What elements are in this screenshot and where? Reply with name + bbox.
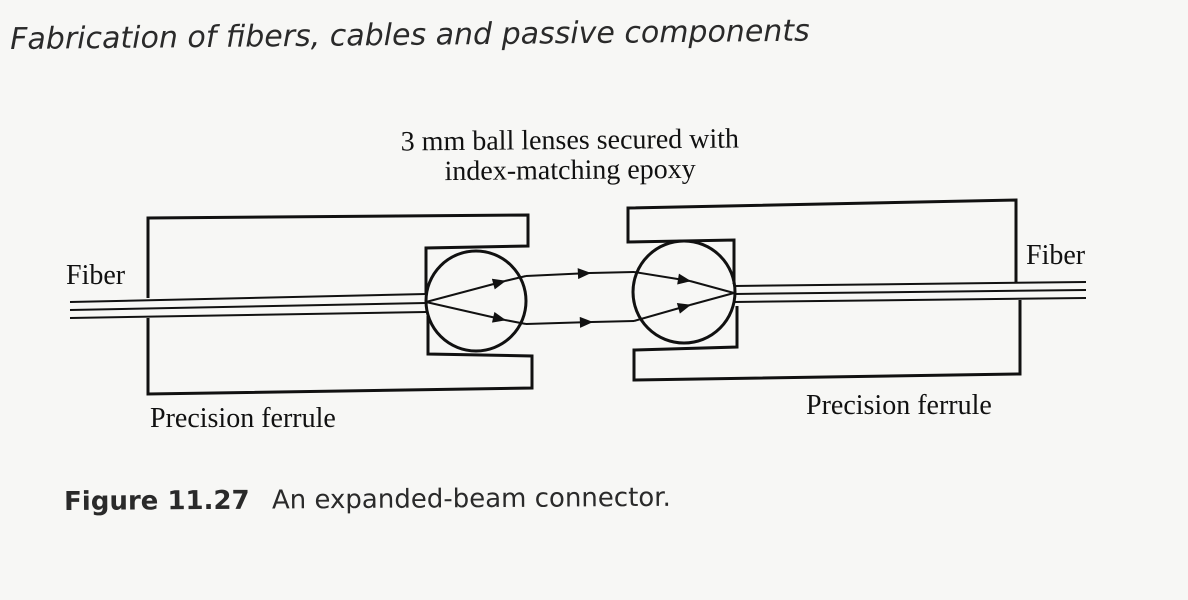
ray-right-down-2 [689,292,735,306]
ray-left-up-2 [504,275,527,282]
fiber-label-right: Fiber [1026,240,1086,271]
ray-right-down [633,303,692,322]
left-ferrule-upper [146,213,530,298]
figure-number: Figure 11.27 [64,485,250,517]
right-fiber-line-2 [733,289,1087,295]
ray-left-up [425,278,507,303]
ray-left-down-2 [504,319,527,325]
left-ball-lens [424,249,528,353]
right-fiber-line-3 [733,297,1087,303]
ray-mid-upper-2 [589,271,635,274]
right-ferrule-upper [626,198,1018,284]
lens-annotation: 3 mm ball lenses secured with index-matc… [300,124,841,189]
left-fiber-line-2 [69,302,427,311]
ray-right-up-2 [689,280,735,294]
left-fiber-line-1 [69,293,427,303]
ray-right-up [633,271,692,285]
ray-mid-lower-2 [591,320,635,323]
fiber-label-left: Fiber [66,260,126,291]
ferrule-label-right: Precision ferrule [806,390,992,421]
left-ferrule-lower [146,316,534,396]
lens-annotation-line-2: index-matching epoxy [444,153,696,188]
right-ferrule-lower [632,300,1022,382]
ray-mid-lower [525,316,594,328]
figure-caption-text: An expanded-beam connector. [271,482,671,516]
ray-left-down [425,301,507,323]
figure-caption: Figure 11.27 An expanded-beam connector. [64,483,671,517]
right-fiber-line-1 [733,281,1087,287]
ray-mid-upper [525,268,592,280]
ferrule-label-left: Precision ferrule [150,403,336,434]
lens-annotation-line-1: 3 mm ball lenses secured with [400,123,740,158]
right-ball-lens [631,239,737,345]
left-fiber-line-3 [69,311,427,319]
